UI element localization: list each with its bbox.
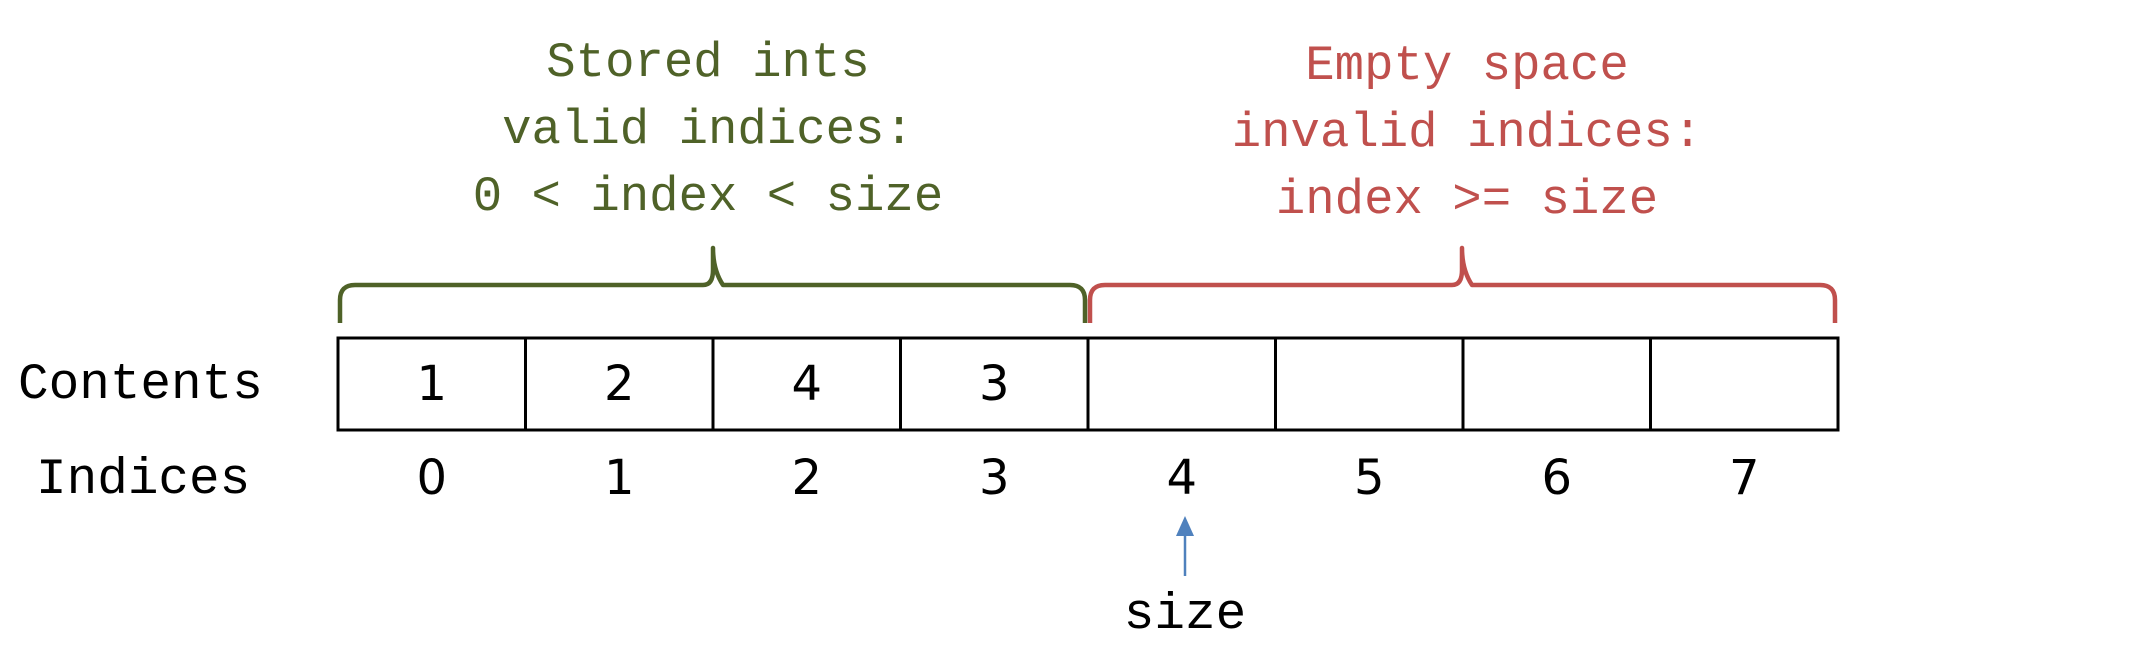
cell-value: 3 <box>979 356 1010 412</box>
array-cell <box>1086 336 1277 432</box>
size-arrow-head <box>1176 516 1194 536</box>
size-pointer-label: size <box>1124 587 1246 644</box>
array-cell <box>1274 336 1465 432</box>
stored-label-line-2: valid indices: <box>502 102 914 158</box>
array-indices: 0 1 2 3 4 5 6 7 <box>416 450 1759 506</box>
cell-value: 4 <box>791 356 822 412</box>
index-label: 4 <box>1166 450 1197 506</box>
empty-label-line-3: index >= size <box>1276 172 1658 228</box>
empty-label-line-1: Empty space <box>1305 38 1628 94</box>
index-label: 7 <box>1729 450 1760 506</box>
array-cell <box>1649 336 1840 432</box>
array-cells <box>336 336 1840 432</box>
index-label: 2 <box>791 450 822 506</box>
cell-value: 1 <box>416 356 447 412</box>
index-label: 1 <box>604 450 635 506</box>
index-label: 6 <box>1541 450 1572 506</box>
index-label: 5 <box>1354 450 1385 506</box>
stored-label-line-3: 0 < index < size <box>473 169 943 225</box>
stored-ints-label: Stored ints valid indices: 0 < index < s… <box>473 35 943 225</box>
size-pointer: size <box>1124 516 1246 644</box>
index-label: 3 <box>979 450 1010 506</box>
array-contents: 1 2 4 3 <box>416 356 1009 412</box>
array-cell <box>1461 336 1652 432</box>
empty-space-brace <box>1087 245 1838 323</box>
empty-space-label: Empty space invalid indices: index >= si… <box>1232 38 1702 228</box>
stored-label-line-1: Stored ints <box>546 35 869 91</box>
contents-row-label: Contents <box>18 357 263 414</box>
index-label: 0 <box>416 450 447 506</box>
indices-row-label: Indices <box>36 452 250 509</box>
cell-value: 2 <box>604 356 635 412</box>
empty-label-line-2: invalid indices: <box>1232 105 1702 161</box>
stored-ints-brace <box>337 245 1088 323</box>
